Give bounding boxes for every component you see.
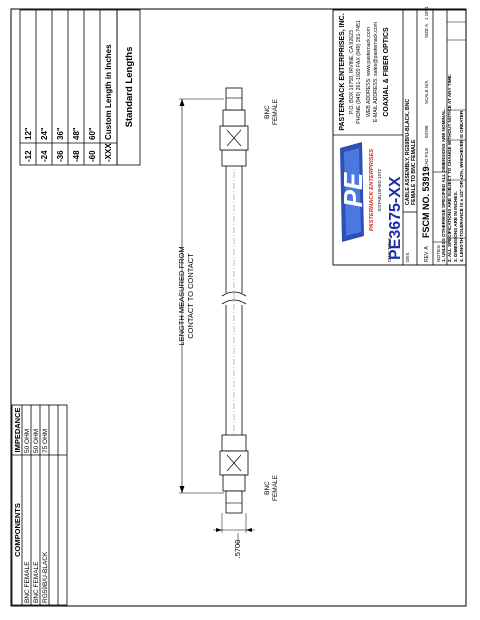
dwg-title-label: DWG TITLE [387,238,392,262]
description-label: DES. [405,251,410,262]
company-address: P.O. BOX 16759, IRVINE, CA 92623 [349,30,355,114]
length-value: 24" [40,127,49,140]
component-name: RG59B/U-BLACK [42,551,49,603]
connector-label: FEMALE [272,474,279,501]
revision: REV. A [424,246,430,262]
length-code: -60 [88,150,97,162]
length-code: -48 [72,150,81,162]
length-value: Custom Length in Inches [104,44,113,140]
component-name: BNC FEMALE [33,561,40,603]
cad-file-number: 03788 [424,125,429,138]
connector-label: BNC [264,481,271,495]
note: 2. ALL SPECIFICATIONS ARE SUBJECT TO CHA… [447,74,452,262]
svg-text:ESTABLISHED 1972: ESTABLISHED 1972 [377,169,382,211]
scale: SCALE N/A [424,80,429,104]
company-name: PASTERNACK ENTERPRISES, INC. [339,13,346,130]
length-value: 12" [24,127,33,140]
length-value: 48" [72,127,81,140]
part-number: PE3675-XX [387,176,404,260]
drawing-border [10,8,467,607]
length-code: -36 [56,150,65,162]
component-name: BNC FEMALE [24,561,31,603]
cad-file: CAD FILE [424,148,429,168]
cable-break-mark [221,291,247,297]
component-impedance: 50 OHM [33,429,40,453]
fscm-number: FSCM NO. 53919 [421,166,431,238]
bnc-connector-left [219,434,249,514]
company-tagline: COAXIAL & FIBER OPTICS [383,27,390,117]
description: CABLE ASSEMBLY, RG59B/U-BLACK, BNC [405,98,411,205]
connector-label: FEMALE [272,98,279,125]
company-web: WEB ADDRESS: www.pasternack.com [366,27,372,117]
length-value: 60" [88,127,97,140]
company-phone: PHONE (949) 261-1920 FAX (949) 261-7451 [356,20,362,124]
length-value: 36" [56,127,65,140]
title-block: PASTERNACK ENTERPRISES, INC. P.O. BOX 16… [332,6,467,266]
components-table: COMPONENTS IMPEDANCE BNC FEMALE 50 OHM B… [11,404,68,606]
length-code: -XXX [104,143,113,162]
sheet-size: SIZE A [424,24,429,38]
bnc-connector-right [219,87,249,167]
connector-label: BNC [264,105,271,119]
length-code: -12 [24,150,33,162]
standard-lengths-table: Standard Lengths -12 12" -24 24" -36 36"… [19,9,141,166]
description: FEMALE TO BNC FEMALE [411,139,417,205]
sheet-number: 1 OF 1 [424,6,429,20]
length-note: CONTACT TO CONTACT [186,253,195,339]
length-code: -24 [40,150,49,162]
note: 1. UNLESS OTHERWISE SPECIFIED ALL DIMENS… [441,109,446,262]
note: 3. DIMENSIONS ARE IN INCHES. [453,191,458,262]
lengths-title: Standard Lengths [124,47,135,128]
length-note: LENGTH MEASURED FROM [177,246,186,345]
note: 4. LENGTH TOLERANCE IS ± 1/2" OR ±2%, WH… [459,109,464,262]
notes-label: NOTES: [436,244,442,262]
components-header: COMPONENTS [13,503,22,557]
impedance-header: IMPEDANCE [13,407,22,452]
pasternack-logo: PE PASTERNACK ENTERPRISES ESTABLISHED 19… [338,142,382,242]
cable-assembly-drawing: LENGTH MEASURED FROM CONTACT TO CONTACT … [177,87,279,559]
svg-text:PE: PE [338,172,368,207]
svg-text:PASTERNACK ENTERPRISES: PASTERNACK ENTERPRISES [369,149,375,231]
cable-break-mark [221,299,247,305]
connector-diameter: .5700 [233,540,242,559]
component-impedance: 50 OHM [24,429,31,453]
company-email: E-MAIL ADDRESS: sales@pasternack.com [373,22,379,122]
component-impedance: 75 OHM [42,429,49,453]
